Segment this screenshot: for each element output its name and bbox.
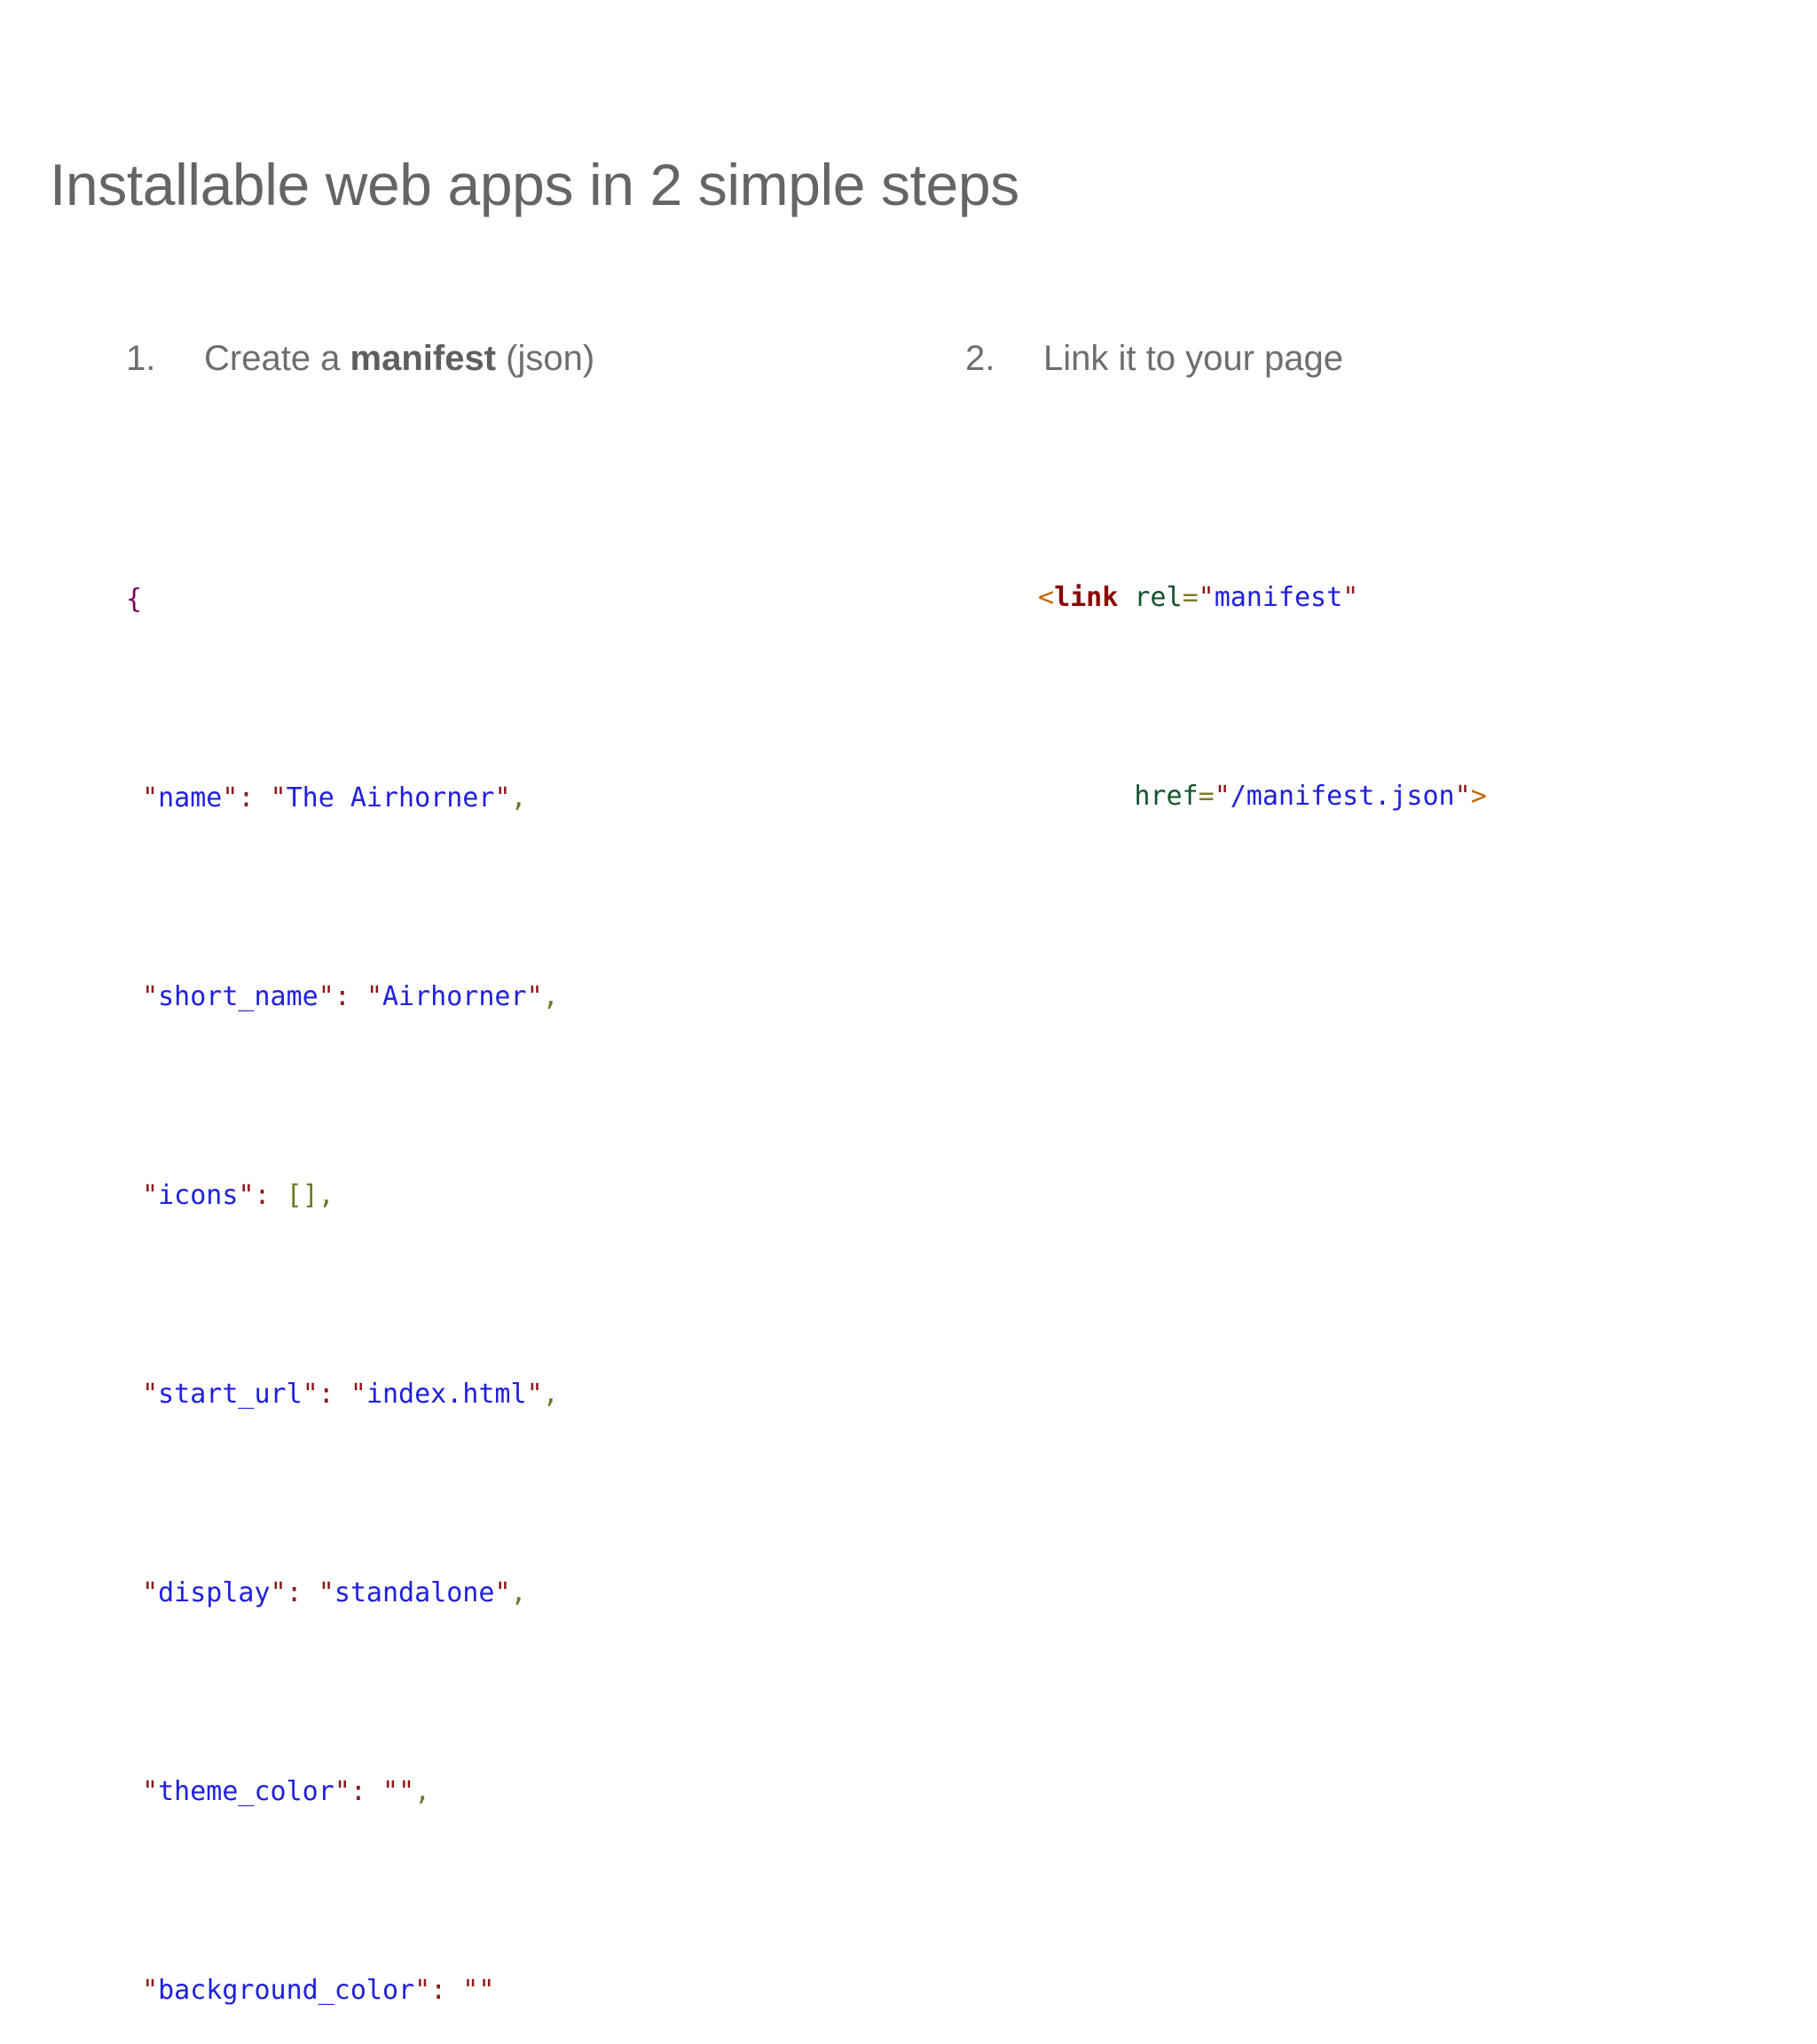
code-line-5: "start_url": "index.html", [126,1370,958,1419]
token-key-display: display [158,1577,271,1608]
step-1-text-before: Create a [204,339,350,378]
token-quote: " [526,1379,543,1410]
code-line-3: "short_name": "Airhorner", [126,972,958,1022]
token-quote: " [270,782,287,814]
token-quote: " [382,1776,399,1807]
token-quote: " [222,782,239,814]
step-1-heading: 1. Create a manifest (json) [126,337,958,380]
code-line-2: "name": "The Airhorner", [126,774,958,823]
token-quote: " [366,981,382,1012]
step-2-heading: 2. Link it to your page [965,337,1817,380]
code-line-1: <link rel="manifest" [1038,573,1817,623]
token-tag-link: link [1054,582,1119,613]
step-1-column: 1. Create a manifest (json) { "name": "T… [0,337,958,2044]
token-attr-rel: rel [1134,582,1183,613]
token-comma: , [318,1180,334,1211]
token-quote: " [1198,582,1215,613]
step-1-number: 1. [126,339,156,378]
manifest-code-block: { "name": "The Airhorner", "short_name":… [126,426,958,2044]
token-comma: , [542,981,559,1012]
step-2-label: Link it to your page [1043,339,1343,378]
token-quote: " [334,1776,350,1807]
token-colon: : [286,1577,303,1608]
link-code-block: <link rel="manifest" href="/manifest.jso… [1038,424,1817,971]
code-line-7: "theme_color": "", [126,1767,958,1817]
token-quote: " [142,782,159,814]
step-1-label: Create a manifest (json) [204,337,594,380]
step-1-text-after: (json) [496,339,595,378]
token-open-bracket: [ [286,1180,303,1211]
token-val-rel: manifest [1214,582,1343,613]
token-open-brace: { [126,584,143,615]
token-quote: " [1342,582,1359,613]
token-comma: , [510,782,527,814]
token-val-short-name: Airhorner [382,981,527,1012]
token-equals: = [1198,781,1215,812]
token-quote: " [1214,781,1231,812]
token-quote: " [462,1975,479,2006]
token-quote: " [526,981,543,1012]
code-line-1: { [126,575,958,625]
token-quote: " [318,1577,334,1608]
token-close-bracket: ] [302,1180,319,1211]
token-comma: , [414,1776,431,1807]
token-equals: = [1182,582,1199,613]
token-key-background-color: background_color [158,1975,415,2006]
token-quote: " [494,1577,511,1608]
token-attr-href: href [1134,781,1199,812]
token-key-short-name: short_name [158,981,319,1012]
token-colon: : [238,782,255,814]
token-quote: " [318,981,334,1012]
code-line-6: "display": "standalone", [126,1568,958,1618]
token-quote: " [142,1180,159,1211]
page-title: Installable web apps in 2 simple steps [50,152,1019,218]
token-colon: : [318,1379,334,1410]
token-comma: , [510,1577,527,1608]
token-quote: " [270,1577,287,1608]
token-val-start-url: index.html [366,1379,527,1410]
token-quote: " [414,1975,431,2006]
code-line-2: href="/manifest.json"> [1038,772,1817,822]
token-quote: " [478,1975,495,2006]
token-quote: " [398,1776,415,1807]
token-key-theme-color: theme_color [158,1776,334,1807]
token-colon: : [430,1975,447,2006]
code-line-4: "icons": [], [126,1171,958,1221]
step-2-column: 2. Link it to your page <link rel="manif… [958,337,1817,2044]
token-gt: > [1470,781,1487,812]
token-colon: : [334,981,350,1012]
token-quote: " [142,1975,159,2006]
token-key-icons: icons [158,1180,239,1211]
token-quote: " [350,1379,366,1410]
step-1-emphasis: manifest [350,339,497,378]
token-key-start-url: start_url [158,1379,303,1410]
token-quote: " [494,782,511,814]
steps-columns: 1. Create a manifest (json) { "name": "T… [0,337,1817,2044]
token-comma: , [542,1379,559,1410]
token-lt: < [1038,582,1055,613]
token-colon: : [350,1776,366,1807]
token-quote: " [142,1776,159,1807]
token-quote: " [302,1379,319,1410]
token-val-name: The Airhorner [286,782,495,814]
code-line-8: "background_color": "" [126,1966,958,2016]
token-quote: " [142,1577,159,1608]
slide-root: Installable web apps in 2 simple steps 1… [50,152,1487,2006]
token-val-display: standalone [334,1577,495,1608]
token-key-name: name [158,782,223,814]
token-colon: : [254,1180,271,1211]
token-quote: " [142,981,159,1012]
token-quote: " [142,1379,159,1410]
step-2-number: 2. [965,339,995,378]
token-val-href: /manifest.json [1230,781,1455,812]
token-quote: " [1454,781,1471,812]
token-quote: " [238,1180,255,1211]
